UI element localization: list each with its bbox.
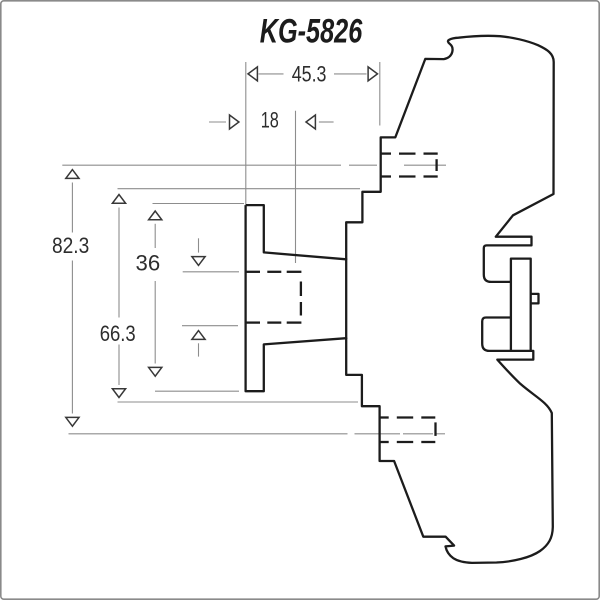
svg-text:66.3: 66.3 (100, 321, 136, 346)
svg-text:36: 36 (136, 251, 161, 276)
svg-text:18: 18 (261, 108, 279, 133)
svg-text:45.3: 45.3 (292, 62, 327, 87)
svg-text:KG-5826: KG-5826 (260, 13, 363, 51)
svg-text:82.3: 82.3 (52, 233, 89, 258)
